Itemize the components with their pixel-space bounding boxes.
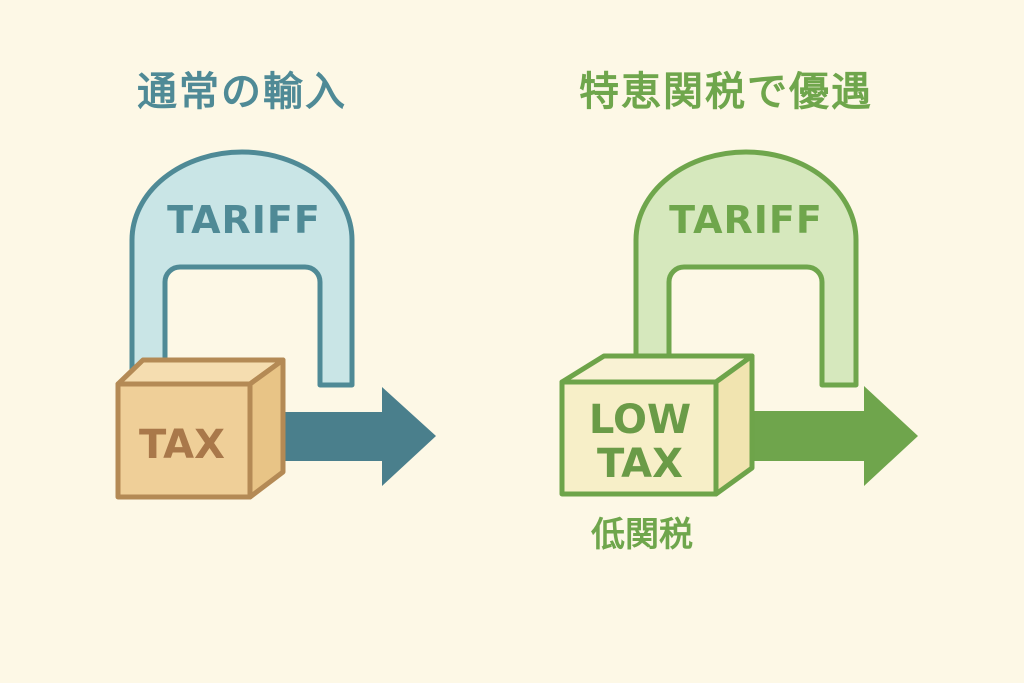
right-import-arrow	[745, 386, 918, 486]
right-box-caption: 低関税	[591, 515, 693, 555]
right-panel-heading: 特恵関税で優遇	[579, 69, 873, 115]
left-import-arrow	[270, 387, 436, 486]
right-low-tax-box: LOW TAX	[559, 353, 755, 497]
left-tax-box: TAX	[115, 357, 286, 500]
right-box-label-line1: LOW	[589, 397, 691, 443]
right-box-label-line2: TAX	[597, 441, 683, 487]
right-tariff-arch	[633, 149, 859, 388]
left-arch-label: TARIFF	[167, 198, 321, 242]
left-panel-normal-import: 通常の輸入 TARIFF TAX	[115, 69, 436, 500]
left-panel-heading: 通常の輸入	[137, 69, 347, 115]
right-panel-preferential-tariff: 特恵関税で優遇 TARIFF LOW TAX 低関税	[559, 69, 918, 555]
left-box-label: TAX	[139, 422, 225, 468]
left-tariff-arch	[129, 149, 355, 388]
right-arch-label: TARIFF	[669, 198, 823, 242]
